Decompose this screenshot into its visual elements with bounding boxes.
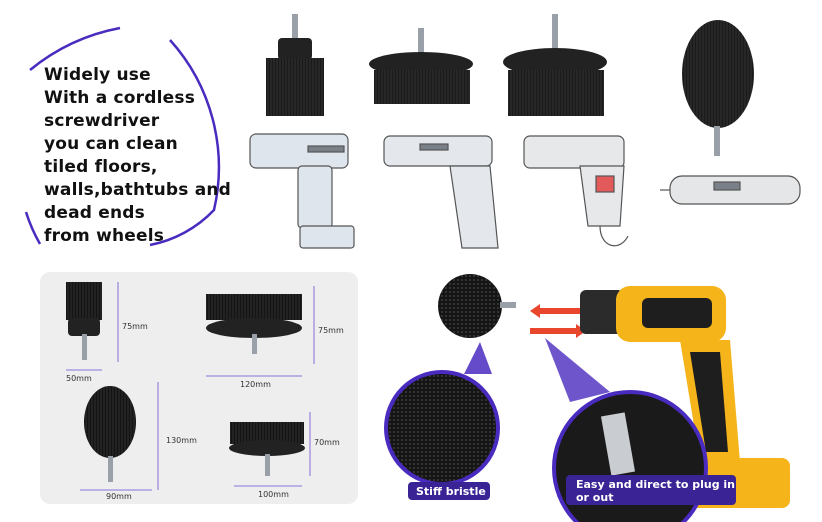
stiff-bristle-zoom bbox=[384, 370, 500, 486]
round-width-label: 90mm bbox=[106, 492, 132, 501]
intro-line: from wheels bbox=[44, 226, 165, 246]
large-flat-brush-image bbox=[369, 28, 473, 104]
cordless-drill-image bbox=[580, 286, 790, 508]
medium-flat-height-label: 70mm bbox=[314, 438, 340, 447]
intro-line: walls,bathtubs and bbox=[44, 180, 232, 200]
intro-line: Widely use bbox=[44, 65, 151, 85]
dimensions-panel: 75mm 50mm 75mm 120mm 130mm 90mm 70mm 100… bbox=[40, 272, 358, 504]
rotary-tool-image bbox=[660, 175, 801, 205]
dim-large-flat-brush bbox=[206, 286, 315, 377]
brush-head-image bbox=[438, 274, 516, 338]
corded-drill-image bbox=[523, 135, 629, 247]
drill-usage-panel: Stiff bristle Easy and direct to plug in… bbox=[380, 262, 822, 522]
round-height-label: 130mm bbox=[166, 436, 197, 445]
large-flat-width-label: 120mm bbox=[240, 380, 271, 389]
large-flat-height-label: 75mm bbox=[318, 326, 344, 335]
intro-line: screwdriver bbox=[44, 111, 160, 131]
cordless-drill-image bbox=[249, 133, 355, 249]
dim-round-brush bbox=[80, 382, 159, 491]
intro-line: With a cordless bbox=[44, 88, 196, 108]
purple-arc-decoration bbox=[24, 26, 221, 247]
intro-line: dead ends bbox=[44, 203, 145, 223]
medium-flat-width-label: 100mm bbox=[258, 490, 289, 499]
intro-line: tiled floors, bbox=[44, 157, 158, 177]
direction-arrows-icon bbox=[530, 304, 586, 338]
round-brush-image bbox=[682, 20, 754, 156]
large-flat-brush-image-2 bbox=[503, 14, 607, 116]
air-drill-image bbox=[383, 135, 499, 249]
intro-text: Widely use With a cordless screwdriver y… bbox=[44, 64, 231, 248]
dim-medium-flat-brush bbox=[229, 412, 311, 487]
intro-line: you can clean bbox=[44, 134, 178, 154]
product-strip bbox=[240, 0, 822, 255]
small-flat-height-label: 75mm bbox=[122, 322, 148, 331]
small-flat-width-label: 50mm bbox=[66, 374, 92, 383]
easy-plug-badge: Easy and direct to plug in or out bbox=[566, 475, 736, 505]
intro-panel: Widely use With a cordless screwdriver y… bbox=[0, 0, 240, 255]
stiff-bristle-badge: Stiff bristle bbox=[408, 482, 490, 500]
small-flat-brush-image bbox=[266, 14, 324, 116]
dim-small-flat-brush bbox=[66, 282, 119, 371]
